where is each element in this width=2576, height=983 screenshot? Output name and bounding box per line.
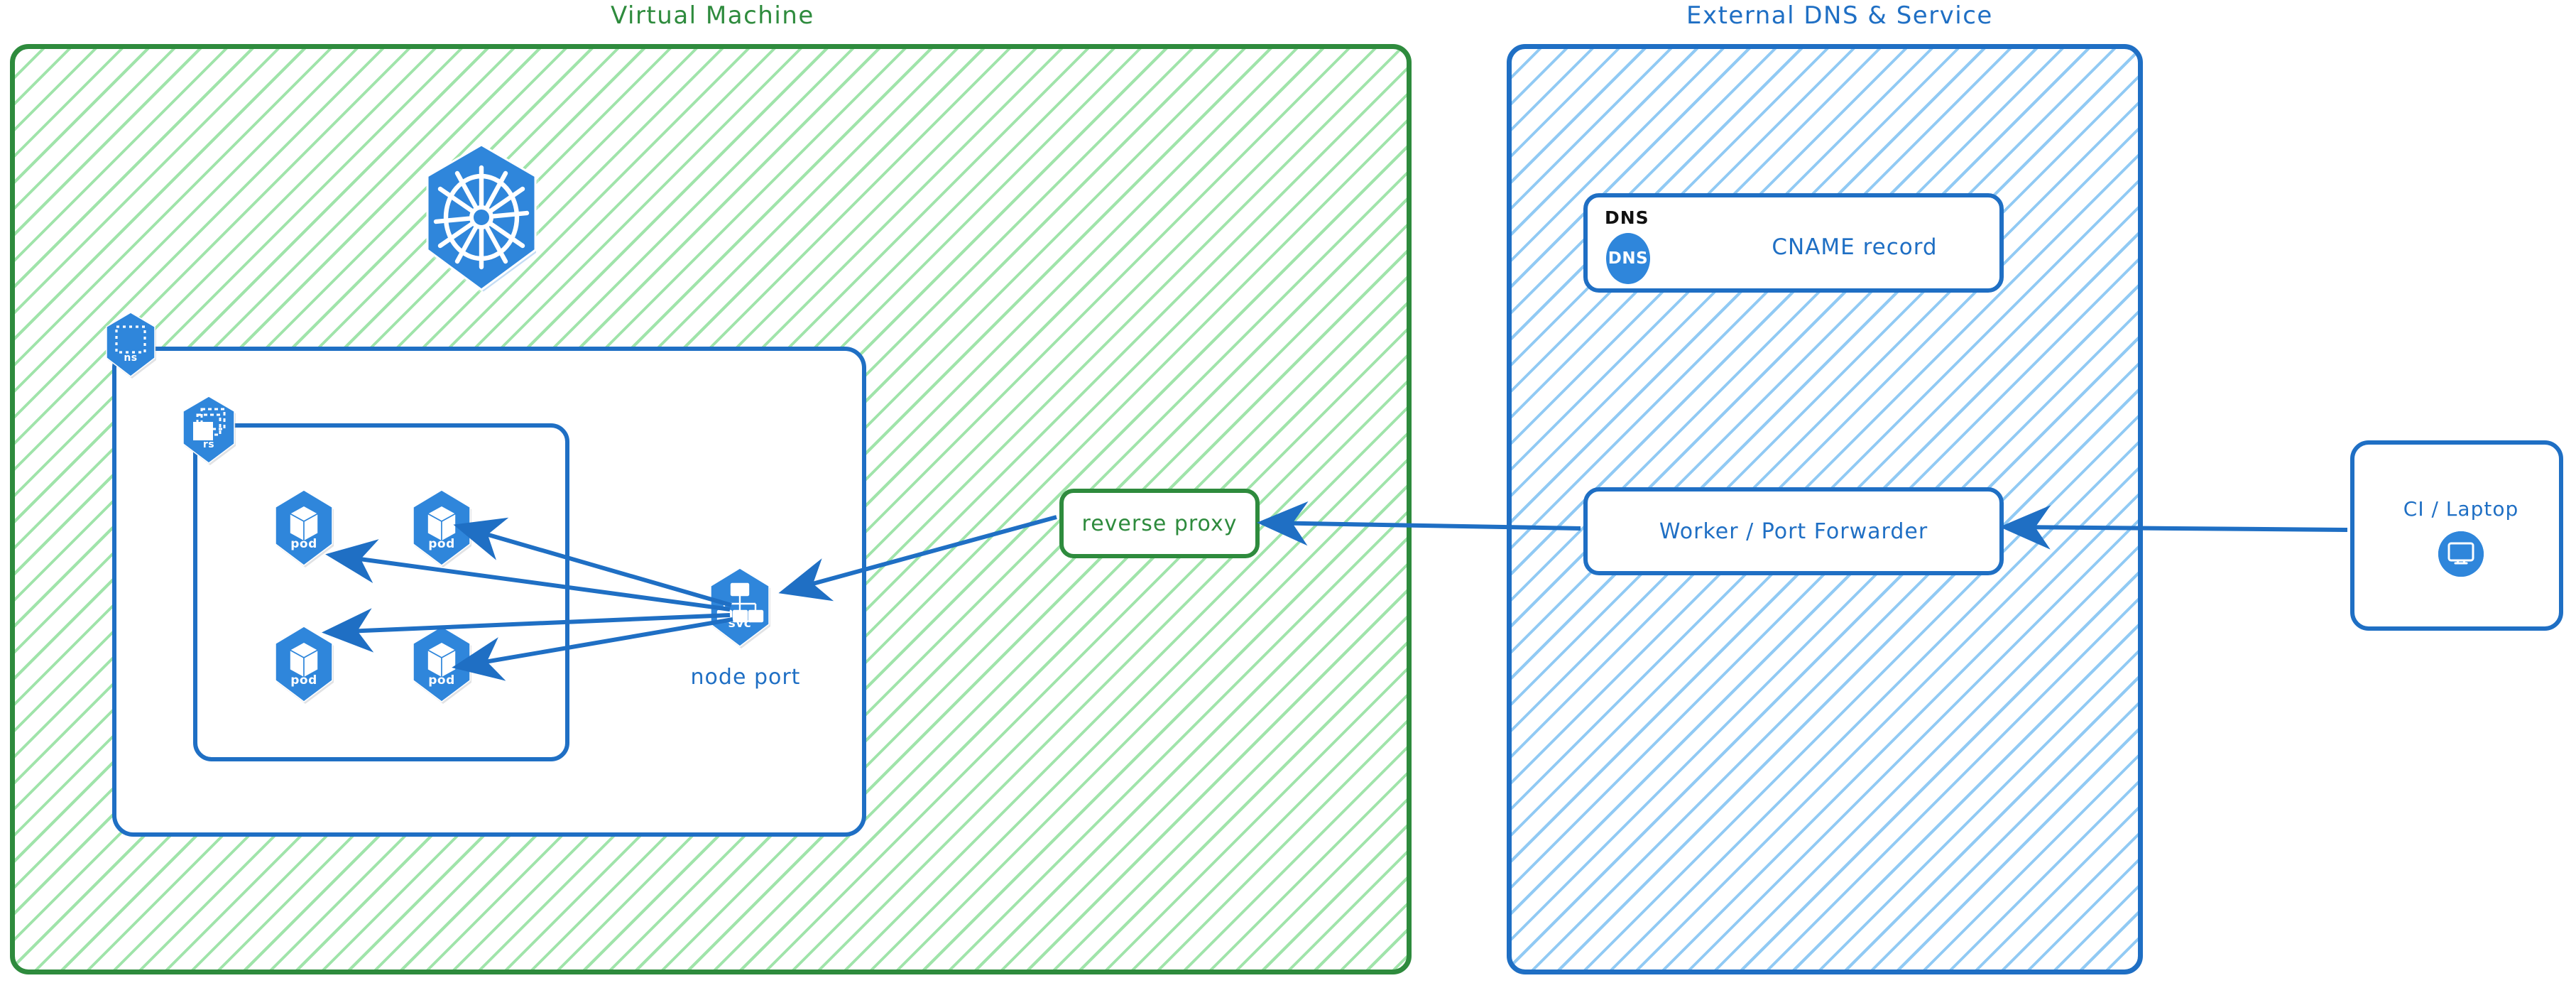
replicaset-icon: rs: [176, 395, 241, 466]
dns-badge-icon: DNS: [1606, 233, 1650, 284]
pod-icon[interactable]: pod: [267, 489, 341, 568]
service-icon[interactable]: svc: [702, 567, 778, 649]
ci-laptop-label: CI / Laptop: [2403, 497, 2519, 521]
dns-cname-card[interactable]: DNS DNS CNAME record: [1583, 193, 2004, 293]
monitor-icon: [2438, 531, 2484, 577]
pod-icon[interactable]: pod: [405, 489, 479, 568]
replicaset-box[interactable]: [193, 423, 569, 761]
pod-icon[interactable]: pod: [405, 625, 479, 705]
worker-port-forwarder-box[interactable]: Worker / Port Forwarder: [1583, 487, 2004, 575]
node-port-label: node port: [690, 665, 801, 690]
reverse-proxy-label: reverse proxy: [1081, 511, 1238, 536]
pod-icon[interactable]: pod: [267, 625, 341, 705]
cname-record-label: CNAME record: [1772, 234, 1938, 260]
kubernetes-wheel-icon: [410, 142, 552, 295]
namespace-icon: ns: [99, 311, 162, 379]
worker-port-forwarder-label: Worker / Port Forwarder: [1659, 518, 1928, 544]
vm-group-title: Virtual Machine: [611, 1, 814, 30]
ci-laptop-box[interactable]: CI / Laptop: [2350, 440, 2563, 631]
reverse-proxy-box[interactable]: reverse proxy: [1059, 489, 1260, 558]
dns-kind-label: DNS: [1605, 207, 1649, 228]
external-group-title: External DNS & Service: [1686, 1, 1993, 30]
